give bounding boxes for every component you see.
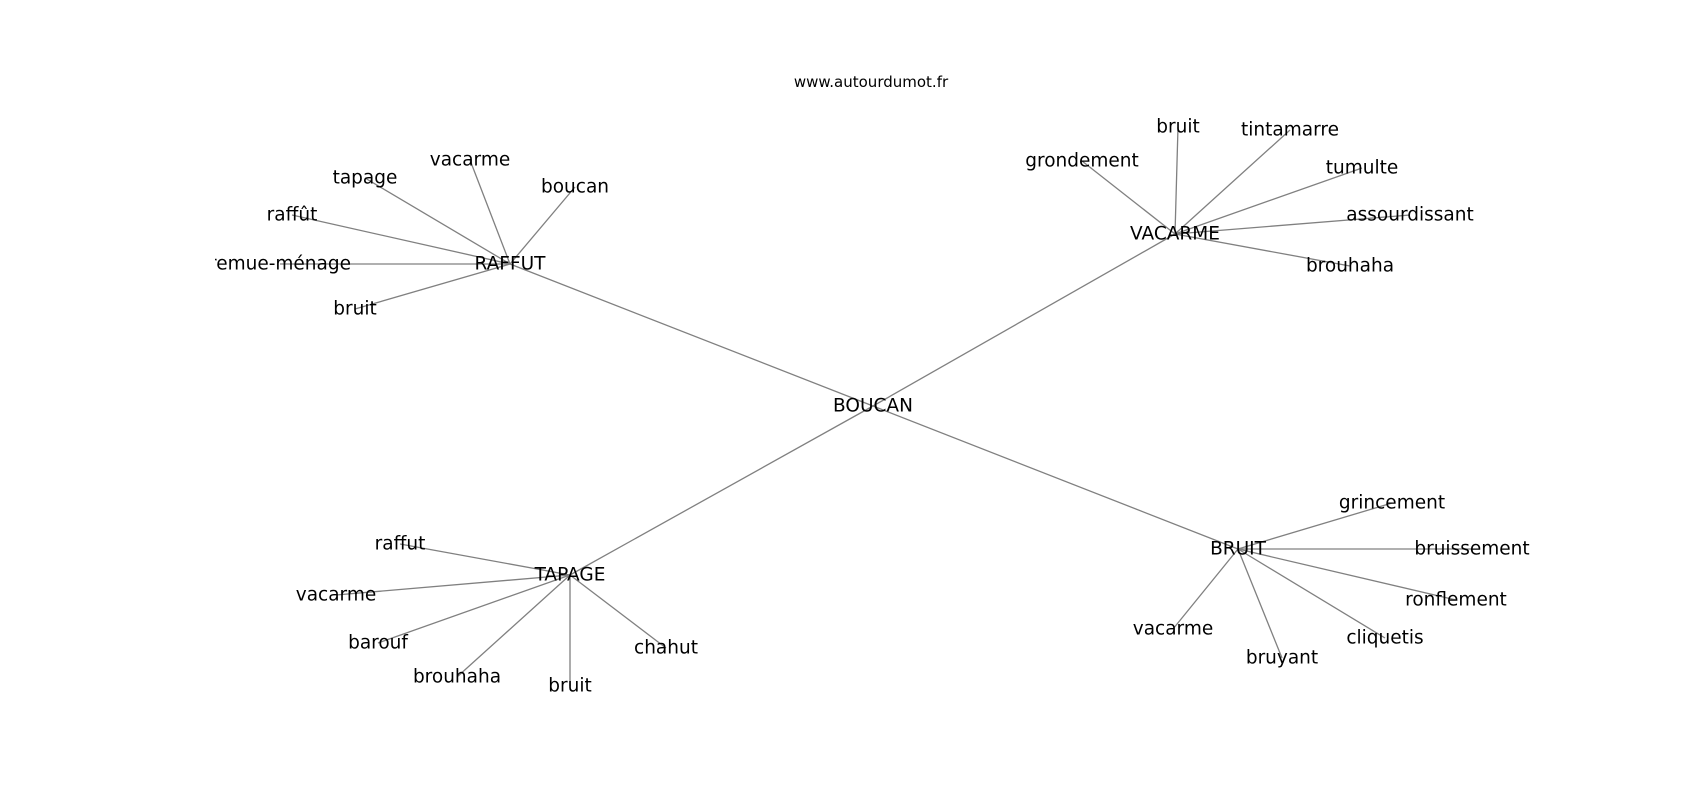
leaf-node-raffut-remue-menage: remue-ménage <box>209 254 351 275</box>
leaf-node-bruit-vacarme: vacarme <box>1133 619 1213 640</box>
leaf-node-raffut-boucan: boucan <box>541 177 609 198</box>
edge-center-vacarme <box>872 233 1176 407</box>
leaf-node-bruit-grincement: grincement <box>1339 493 1445 514</box>
edge-raffut-bruit <box>354 263 511 310</box>
edge-center-tapage <box>569 405 874 576</box>
edge-bruit-vacarme <box>1172 548 1239 630</box>
edge-vacarme-grondement <box>1081 160 1176 235</box>
leaf-node-tapage-chahut: chahut <box>634 638 698 659</box>
cluster-node-bruit: BRUIT <box>1210 539 1267 560</box>
edge-bruit-cliquetis <box>1237 548 1386 639</box>
leaf-node-tapage-barouf: barouf <box>348 633 408 654</box>
leaf-node-tapage-vacarme: vacarme <box>296 585 376 606</box>
cluster-node-raffut: RAFFUT <box>475 254 547 275</box>
edge-center-bruit <box>872 405 1239 550</box>
edge-bruit-ronflement <box>1237 548 1457 601</box>
edge-vacarme-tumulte <box>1174 167 1363 235</box>
labels-layer: BOUCAN RAFFUT vacarme tapage boucan raffût rem… <box>209 117 1530 697</box>
leaf-node-tapage-bruit: bruit <box>548 676 591 697</box>
leaf-node-raffut-raffut: raffût <box>267 205 318 226</box>
leaf-node-vacarme-brouhaha: brouhaha <box>1306 256 1394 277</box>
site-title: www.autourdumot.fr <box>794 73 949 91</box>
leaf-node-vacarme-tumulte: tumulte <box>1326 158 1399 179</box>
edge-vacarme-bruit <box>1174 126 1179 235</box>
edge-raffut-vacarme <box>469 159 511 265</box>
leaf-node-vacarme-tintamarre: tintamarre <box>1241 120 1339 141</box>
edge-vacarme-brouhaha <box>1174 233 1351 267</box>
leaf-node-bruit-bruissement: bruissement <box>1414 539 1529 560</box>
edge-tapage-raffut <box>399 543 571 576</box>
edge-bruit-bruyant <box>1237 548 1283 659</box>
leaf-node-bruit-ronflement: ronflement <box>1405 590 1507 611</box>
edge-raffut-raffut <box>291 214 511 265</box>
leaf-node-vacarme-bruit: bruit <box>1156 117 1199 138</box>
edge-tapage-brouhaha <box>456 574 571 678</box>
edges-layer <box>280 126 1472 686</box>
cluster-node-tapage: TAPAGE <box>534 565 606 586</box>
edge-tapage-barouf <box>377 574 571 644</box>
edge-vacarme-tintamarre <box>1174 129 1291 235</box>
leaf-node-vacarme-grondement: grondement <box>1025 151 1139 172</box>
edge-raffut-tapage <box>364 177 511 265</box>
leaf-node-bruit-bruyant: bruyant <box>1246 648 1318 669</box>
leaf-node-vacarme-assourdissant: assourdissant <box>1346 205 1473 226</box>
leaf-node-tapage-raffut: raffut <box>375 534 426 555</box>
edge-tapage-vacarme <box>335 574 571 596</box>
edge-bruit-grincement <box>1237 502 1393 550</box>
edge-raffut-boucan <box>509 186 576 265</box>
edge-center-raffut <box>509 263 874 407</box>
edge-tapage-chahut <box>569 574 667 649</box>
leaf-node-raffut-tapage: tapage <box>333 168 398 189</box>
leaf-node-tapage-brouhaha: brouhaha <box>413 667 501 688</box>
cluster-node-vacarme: VACARME <box>1130 224 1220 245</box>
leaf-node-bruit-cliquetis: cliquetis <box>1346 628 1423 649</box>
edge-vacarme-assourdissant <box>1174 214 1411 235</box>
center-node: BOUCAN <box>833 396 913 417</box>
leaf-node-raffut-vacarme: vacarme <box>430 150 510 171</box>
leaf-node-raffut-bruit: bruit <box>333 299 376 320</box>
